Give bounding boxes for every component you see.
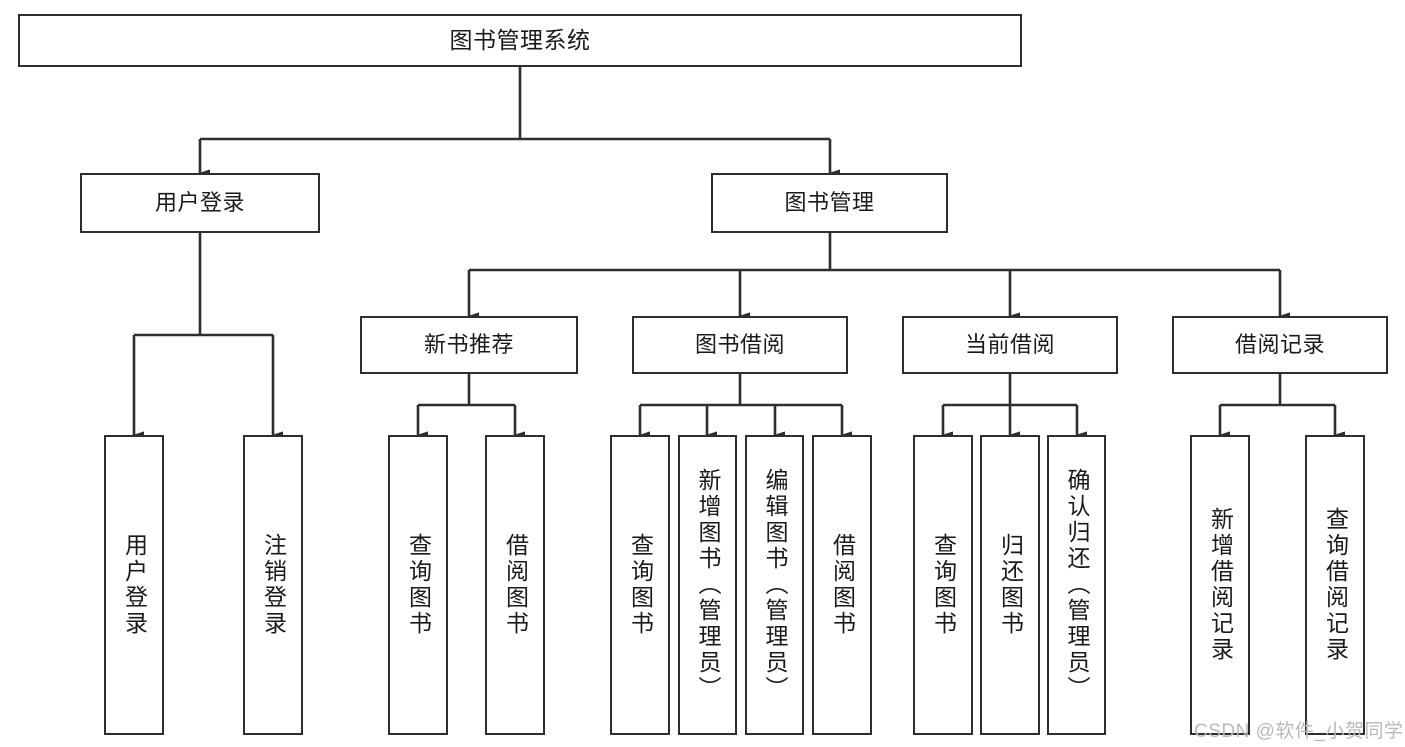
node-book-management-label: 图书管理	[784, 189, 875, 215]
leaf-add-book-admin-label: 新增图书（管理员）	[695, 468, 721, 702]
leaf-query-borrow-record[interactable]: 查询借阅记录	[1305, 435, 1365, 735]
node-user-login[interactable]: 用户登录	[80, 173, 320, 233]
leaf-query-borrow-record-label: 查询借阅记录	[1322, 507, 1349, 663]
node-borrow-record-label: 借阅记录	[1234, 331, 1325, 357]
leaf-query-book-newbook-label: 查询图书	[405, 533, 432, 637]
leaf-return-book[interactable]: 归还图书	[980, 435, 1040, 735]
node-borrow-record[interactable]: 借阅记录	[1172, 316, 1388, 374]
leaf-borrow-book[interactable]: 借阅图书	[812, 435, 872, 735]
leaf-logout-label: 注销登录	[260, 533, 287, 637]
leaf-confirm-return-admin[interactable]: 确认归还（管理员）	[1047, 435, 1106, 735]
leaf-confirm-return-admin-label: 确认归还（管理员）	[1064, 468, 1090, 702]
leaf-borrow-book-newbook-label: 借阅图书	[502, 533, 529, 637]
node-current-borrow-label: 当前借阅	[964, 331, 1055, 357]
leaf-return-book-label: 归还图书	[997, 533, 1024, 637]
leaf-borrow-book-label: 借阅图书	[829, 533, 856, 637]
node-root-label: 图书管理系统	[449, 26, 591, 53]
leaf-query-book-current[interactable]: 查询图书	[913, 435, 973, 735]
leaf-query-book-current-label: 查询图书	[930, 533, 957, 637]
node-current-borrow[interactable]: 当前借阅	[902, 316, 1118, 374]
leaf-logout[interactable]: 注销登录	[243, 435, 303, 735]
node-new-book-recommend-label: 新书推荐	[423, 331, 514, 357]
leaf-query-book-newbook[interactable]: 查询图书	[388, 435, 448, 735]
node-book-borrow[interactable]: 图书借阅	[632, 316, 848, 374]
leaf-query-book-borrow[interactable]: 查询图书	[610, 435, 670, 735]
leaf-add-book-admin[interactable]: 新增图书（管理员）	[678, 435, 737, 735]
node-book-management[interactable]: 图书管理	[711, 173, 948, 233]
leaf-user-login[interactable]: 用户登录	[104, 435, 164, 735]
leaf-add-borrow-record[interactable]: 新增借阅记录	[1190, 435, 1250, 735]
leaf-add-borrow-record-label: 新增借阅记录	[1207, 507, 1234, 663]
node-root[interactable]: 图书管理系统	[18, 14, 1022, 67]
leaf-edit-book-admin[interactable]: 编辑图书（管理员）	[745, 435, 804, 735]
leaf-user-login-label: 用户登录	[121, 533, 148, 637]
node-user-login-label: 用户登录	[154, 189, 245, 215]
csdn-watermark: CSDN @软件_小贺同学	[1194, 721, 1404, 742]
node-book-borrow-label: 图书借阅	[694, 331, 785, 357]
leaf-edit-book-admin-label: 编辑图书（管理员）	[762, 468, 788, 702]
node-new-book-recommend[interactable]: 新书推荐	[360, 316, 578, 374]
leaf-query-book-borrow-label: 查询图书	[627, 533, 654, 637]
leaf-borrow-book-newbook[interactable]: 借阅图书	[485, 435, 545, 735]
